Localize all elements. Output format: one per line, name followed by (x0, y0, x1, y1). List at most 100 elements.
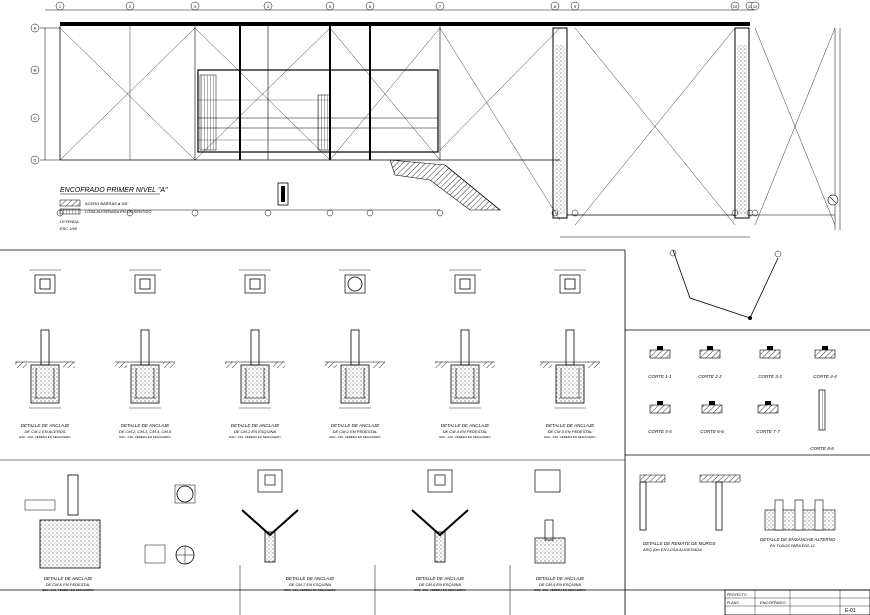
axis-label: 12 (753, 4, 758, 9)
axis-marker-top: 4 (263, 1, 273, 11)
ensanche-sub: EN TODOS PARA ENS 12 (770, 544, 816, 548)
detail-note: ESC. 1/10, VEREDA EN SEG/ACERO (19, 435, 71, 439)
muros-title: DETALLE DE REMATE DE MUROS (643, 541, 715, 546)
y-anchor-detail (241, 469, 299, 563)
detail-note: ESC. 1/10, VEREDA EN SEG/ACERO (229, 435, 281, 439)
axis-marker-top: 10 (730, 1, 740, 11)
axis-label: 5 (329, 4, 332, 9)
detail-title: DETALLE DE ANCLAJE (331, 423, 381, 428)
title-block: PROYECTO PLANO ENCOFRADO E-01 (724, 589, 870, 615)
sections-panel: CORTE 1-1 CORTE 2-2 CORTE 3-3 CORTE 4-4CORT… (648, 346, 837, 451)
axis-label: 8 (554, 4, 557, 9)
detail-title: DETALLE DE ANCLAJE (231, 423, 281, 428)
detail-subtitle: DE CM-7 EN ESQUINA (289, 582, 332, 587)
axis-label: A (34, 26, 37, 31)
axis-marker-side: D (30, 155, 40, 165)
detail-note: ESC. 1/10, VEREDA EN SEG/ACERO (284, 588, 336, 592)
detail-note: ESC. 1/10, VEREDA EN SEG/ACERO (329, 435, 381, 439)
wall-cap-detail: DETALLE DE REMATE DE MUROS ARQ.(0m EN LO… (639, 474, 741, 552)
detail-title: DETALLE DE ANCLAJE (121, 423, 171, 428)
detail-subtitle: DE CM-4 EN PEDESTAL (443, 429, 488, 434)
axis-marker-side: C (30, 113, 40, 123)
section-label: CORTE 7-7 (756, 429, 780, 434)
detail-title: DETALLE DE ANCLAJE (286, 576, 336, 581)
axis-label: B (34, 68, 37, 73)
detail-note: ESC. 1/10, VEREDA EN SEG/ACERO (42, 588, 94, 592)
section-cut: CORTE 1-1 (648, 346, 672, 379)
section-label: CORTE 3-3 (758, 374, 782, 379)
axis-label: 4 (267, 4, 270, 9)
axis-x-circle (827, 194, 839, 206)
axis-marker-top: 9 (570, 1, 580, 11)
legend-3: LEYENDA (60, 219, 79, 224)
section-cut: CORTE 8-8 (810, 389, 834, 451)
axis-label: 2 (129, 4, 132, 9)
axis-label: 10 (733, 4, 738, 9)
detail-subtitle: DE CM-2 EN ESQUINA (234, 429, 277, 434)
ensanche-title: DETALLE DE ENSANCHE ALTERNO (760, 537, 836, 542)
detail-title: DETALLE DE ANCLAJE (44, 576, 94, 581)
axis-marker-top: 6 (365, 1, 375, 11)
detail-subtitle: DE CM-1 EN PEDESTAL (333, 429, 378, 434)
widening-detail: DETALLE DE ENSANCHE ALTERNO EN TODOS PAR… (760, 499, 836, 548)
tb-code: E-01 (845, 608, 856, 614)
section-cut: CORTE 7-7 (756, 401, 780, 434)
axis-label: 1 (59, 4, 62, 9)
tb-drawing: ENCOFRADO (760, 600, 786, 605)
section-label: CORTE 1-1 (648, 374, 672, 379)
detail-subtitle: DE CM-1 EN ACEROS (25, 429, 66, 434)
axis-label: 7 (439, 4, 442, 9)
axis-label: C (34, 116, 37, 121)
section-cut: CORTE 2-2 (698, 346, 722, 379)
anchor-detail (24, 474, 196, 569)
plan-title: ENCOFRADO PRIMER NIVEL "A" (60, 187, 168, 194)
section-label: CORTE 2-2 (698, 374, 722, 379)
plan-scale: ESC 1/50 (60, 226, 78, 231)
axis-marker-top: 2 (125, 1, 135, 11)
section-label: CORTE 6-6 (700, 429, 724, 434)
axis-marker-top: 5 (325, 1, 335, 11)
detail-note: ESC. 1/10, VEREDA EN SEG/ACERO (439, 435, 491, 439)
axis-label: 11 (748, 4, 753, 9)
legend-2: LOSA ALIGERADA EN UN SENTIDO (85, 209, 151, 214)
axis-marker-top: 8 (550, 1, 560, 11)
side-axis-markers: A B C D (30, 23, 40, 165)
section-label: CORTE 5-5 (648, 429, 672, 434)
tb-sheet: PLANO (727, 601, 739, 605)
axis-label: D (34, 158, 37, 163)
detail-title: DETALLE DE ANCLAJE (416, 576, 466, 581)
detail-note: ESC. 1/10, VEREDA EN SEG/ACERO (534, 588, 586, 592)
section-label: CORTE 8-8 (810, 446, 834, 451)
axis-marker-top: 7 (435, 1, 445, 11)
axis-label: 3 (194, 4, 197, 9)
section-label: CORTE 4-4 (813, 374, 837, 379)
detail-note: ESC. 1/10, VEREDA EN SEG/ACERO (544, 435, 596, 439)
detail-title: DETALLE DE ANCLAJE (546, 423, 596, 428)
detail-subtitle: DE CM-5 EN PEDESTAL (548, 429, 593, 434)
section-cut: CORTE 4-4 (813, 346, 837, 379)
detail-title: DETALLE DE ANCLAJE (441, 423, 491, 428)
detail-title: DETALLE DE ANCLAJE (536, 576, 586, 581)
legend-1: ACERO BARRAS ø 5/8" (85, 201, 129, 206)
axis-label: 6 (369, 4, 372, 9)
axis-marker-top: 3 (190, 1, 200, 11)
detail-subtitle: DE CM-8 EN ESQUINA (419, 582, 462, 587)
detail-subtitle: DE CM-9 EN ESQUINA (539, 582, 582, 587)
detail-subtitle: DE CM-2, CM-3, CM-4, CM-5 (119, 429, 172, 434)
detail-note: ESC. 1/10, VEREDA EN SEG/ACERO (119, 435, 171, 439)
section-cut: CORTE 5-5 (648, 401, 672, 434)
